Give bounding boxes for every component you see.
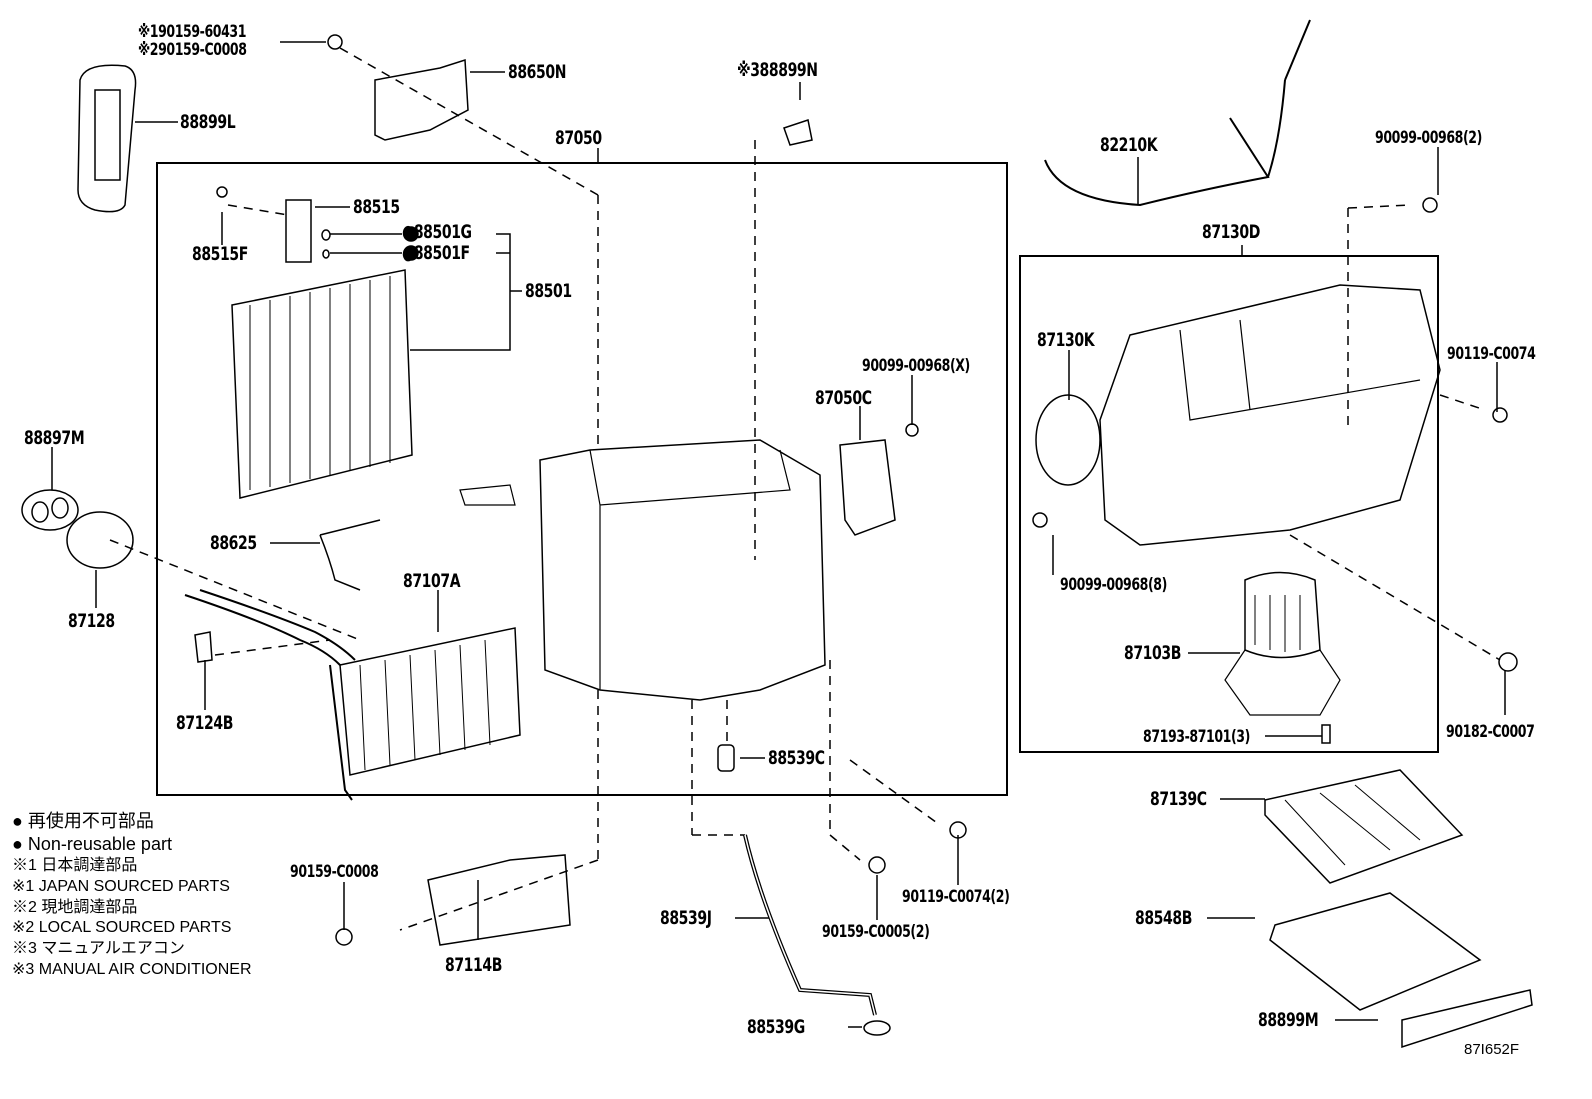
actuator-87050C (839, 439, 896, 536)
legend-note2-jp: ※2 現地調達部品 (12, 898, 138, 916)
callout-88899l[interactable]: 88899L (180, 111, 236, 133)
callout-88539g[interactable]: 88539G (747, 1016, 805, 1038)
callout-90159-c0008[interactable]: 90159-C0008 (290, 862, 379, 882)
dashed-connection-lines (109, 47, 1501, 931)
evaporator-88501 (231, 269, 413, 499)
callout-90099-00968-2[interactable]: 90099-00968(2) (1375, 128, 1482, 148)
assembly-box-87050 (156, 162, 1008, 796)
amplifier-88650N (374, 58, 469, 141)
sensor-88625 (319, 519, 381, 591)
callout-88501[interactable]: 88501 (525, 280, 572, 302)
blower-motor-87103B (1244, 571, 1321, 659)
legend-non-reusable-en: ● Non-reusable part (12, 834, 172, 854)
clip-87124B (194, 631, 213, 663)
grommet-88897M (21, 489, 79, 531)
callout-88515[interactable]: 88515 (353, 196, 400, 218)
sensor-88899N (783, 119, 813, 146)
callout-88899n[interactable]: ※388899N (737, 59, 818, 81)
blower-unit-87130D (1099, 284, 1441, 546)
callout-90159-c0005-2[interactable]: 90159-C0005(2) (822, 922, 930, 942)
callout-90119-c0074-2[interactable]: 90119-C0074(2) (902, 887, 1010, 907)
cabin-filter-87139C (1264, 769, 1464, 884)
damper-87130K (1035, 394, 1101, 486)
legend-note1-en: ※1 JAPAN SOURCED PARTS (12, 877, 230, 895)
legend-note1-jp: ※1 日本調達部品 (12, 857, 138, 874)
callout-87130k[interactable]: 87130K (1037, 329, 1095, 351)
assembly-box-87130D (1019, 255, 1439, 753)
heater-core-87107A (339, 627, 521, 776)
legend-non-reusable-jp: ● 再使用不可部品 (12, 811, 154, 831)
callout-88515f[interactable]: 88515F (192, 243, 248, 265)
bezel-88899L (77, 64, 137, 213)
callout-82210k[interactable]: 82210K (1100, 134, 1158, 156)
part-illustrations (21, 19, 1533, 1049)
filter-case-88548B (1269, 892, 1482, 1011)
callout-88539c[interactable]: 88539C (768, 747, 825, 769)
callout-88897m[interactable]: 88897M (24, 427, 85, 449)
callout-90119-c0074[interactable]: 90119-C0074 (1447, 344, 1536, 364)
callout-87103b[interactable]: 87103B (1124, 642, 1181, 664)
callout-87128[interactable]: 87128 (68, 610, 115, 632)
callout-88501g[interactable]: ●88501G (402, 221, 472, 243)
callout-87050[interactable]: 87050 (555, 127, 602, 149)
hvac-unit-87050 (539, 439, 826, 701)
expansion-valve-88515 (285, 199, 312, 263)
legend: ● 再使用不可部品 ● Non-reusable part ※1 日本調達部品 … (12, 810, 252, 981)
drain-plug-88539C (717, 744, 735, 772)
plate-87128 (66, 511, 134, 569)
callout-87114b[interactable]: 87114B (445, 954, 502, 976)
callout-90159-c0008-local[interactable]: ※290159-C0008 (138, 40, 247, 60)
legend-note3-jp: ※3 マニュアルエアコン (12, 940, 185, 958)
illustration-code: 87I652F (1464, 1041, 1520, 1058)
callout-87139c[interactable]: 87139C (1150, 788, 1207, 810)
callout-88539j[interactable]: 88539J (660, 907, 712, 929)
legend-note3-en: ※3 MANUAL AIR CONDITIONER (12, 960, 252, 978)
callout-90099-00968-8[interactable]: 90099-00968(8) (1060, 575, 1167, 595)
wire-harness-82210K (1044, 19, 1311, 207)
callout-88650n[interactable]: 88650N (508, 61, 567, 83)
callout-88501f[interactable]: ●88501F (402, 242, 470, 264)
cover-88899M (1401, 989, 1533, 1049)
callout-88899m[interactable]: 88899M (1258, 1009, 1319, 1031)
callout-90099-00968-x[interactable]: 90099-00968(X) (862, 356, 970, 376)
callout-88625[interactable]: 88625 (210, 532, 257, 554)
callout-90159-60431[interactable]: ※190159-60431 (138, 22, 247, 42)
callout-87107a[interactable]: 87107A (403, 570, 461, 592)
callout-90182-c0007[interactable]: 90182-C0007 (1446, 722, 1535, 742)
callout-88548b[interactable]: 88548B (1135, 907, 1192, 929)
callout-87130d[interactable]: 87130D (1202, 221, 1260, 243)
callout-87124b[interactable]: 87124B (176, 712, 233, 734)
callout-87193-87101-3[interactable]: 87193-87101(3) (1143, 727, 1250, 747)
leader-lines (51, 41, 1506, 1028)
legend-note2-en: ※2 LOCAL SOURCED PARTS (12, 919, 232, 937)
callout-87050c[interactable]: 87050C (815, 387, 872, 409)
filter-87114B (427, 854, 571, 946)
